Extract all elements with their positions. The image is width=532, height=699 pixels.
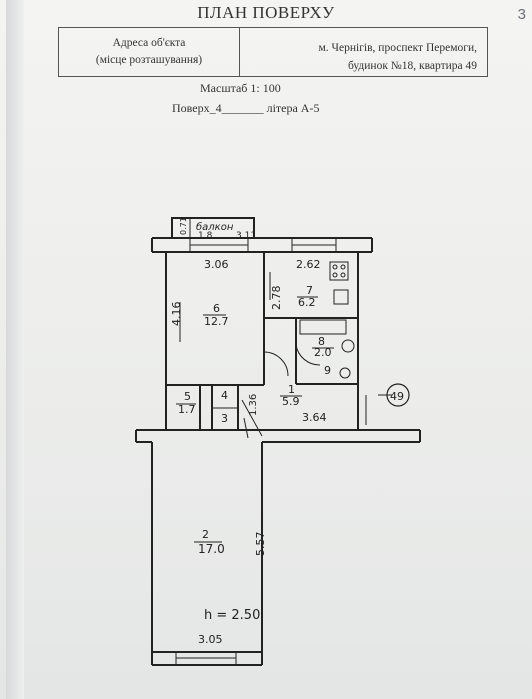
scale-label: Масштаб 1: 100 bbox=[200, 81, 281, 95]
balcony-dim-top: 1.8 bbox=[198, 231, 213, 241]
dim-room2-width: 3.05 bbox=[198, 633, 223, 646]
room-8-number: 8 bbox=[318, 335, 325, 348]
dim-kitchen-width: 2.62 bbox=[296, 258, 321, 271]
dim-room4-length: 1.36 bbox=[248, 394, 259, 416]
sink bbox=[333, 289, 349, 305]
room-5-area: 1.7 bbox=[178, 403, 196, 416]
room-1-number: 1 bbox=[288, 383, 295, 396]
floor-label: Поверх_4_______ літера А-5 bbox=[172, 101, 320, 115]
room-2-area: 17.0 bbox=[198, 542, 225, 556]
balcony-dim-left: 0.71 bbox=[179, 217, 188, 235]
room-6-area: 12.7 bbox=[204, 315, 229, 328]
balcony-label: балкон bbox=[196, 221, 234, 233]
dim-room6-width: 3.06 bbox=[204, 258, 229, 271]
address-label-cell: Адреса об'єкта (місце розташування) bbox=[59, 28, 240, 76]
room-5-number: 5 bbox=[184, 390, 191, 403]
dim-kitchen-length: 2.78 bbox=[270, 286, 283, 311]
toilet bbox=[339, 367, 351, 379]
apartment-number: 49 bbox=[390, 390, 404, 403]
address-label-sub: (місце розташування) bbox=[95, 54, 203, 66]
apartment-number-circle bbox=[386, 383, 410, 407]
address-line-1: м. Чернігів, проспект Перемоги, bbox=[318, 42, 477, 54]
room-4-number: 4 bbox=[221, 389, 228, 402]
bathtub bbox=[299, 319, 347, 335]
balcony-dim-right: 3.11 bbox=[236, 231, 256, 241]
room-2-number: 2 bbox=[202, 528, 209, 541]
room-1-area: 5.9 bbox=[282, 395, 300, 408]
document-title: ПЛАН ПОВЕРХУ bbox=[197, 3, 335, 22]
address-value-cell: м. Чернігів, проспект Перемоги, будинок … bbox=[240, 28, 487, 76]
address-line-2: будинок №18, квартира 49 bbox=[347, 60, 477, 72]
dim-hall-width: 3.64 bbox=[302, 411, 327, 424]
address-label: Адреса об'єкта bbox=[112, 37, 186, 49]
room-7-number: 7 bbox=[306, 284, 313, 297]
ceiling-height: h = 2.50 bbox=[204, 608, 260, 623]
room-6-number: 6 bbox=[213, 302, 220, 315]
room-7-area: 6.2 bbox=[298, 296, 316, 309]
dim-room6-length: 4.16 bbox=[170, 302, 183, 327]
washbasin bbox=[341, 339, 355, 353]
dim-room2-length: 5.57 bbox=[254, 532, 267, 557]
room-9-number: 9 bbox=[324, 364, 331, 377]
address-table: Адреса об'єкта (місце розташування) м. Ч… bbox=[58, 27, 488, 77]
page-number: 3 bbox=[517, 6, 526, 23]
page-fold bbox=[6, 0, 24, 699]
room-3-number: 3 bbox=[221, 412, 228, 425]
room-8-area: 2.0 bbox=[314, 346, 332, 359]
stove bbox=[329, 261, 349, 281]
